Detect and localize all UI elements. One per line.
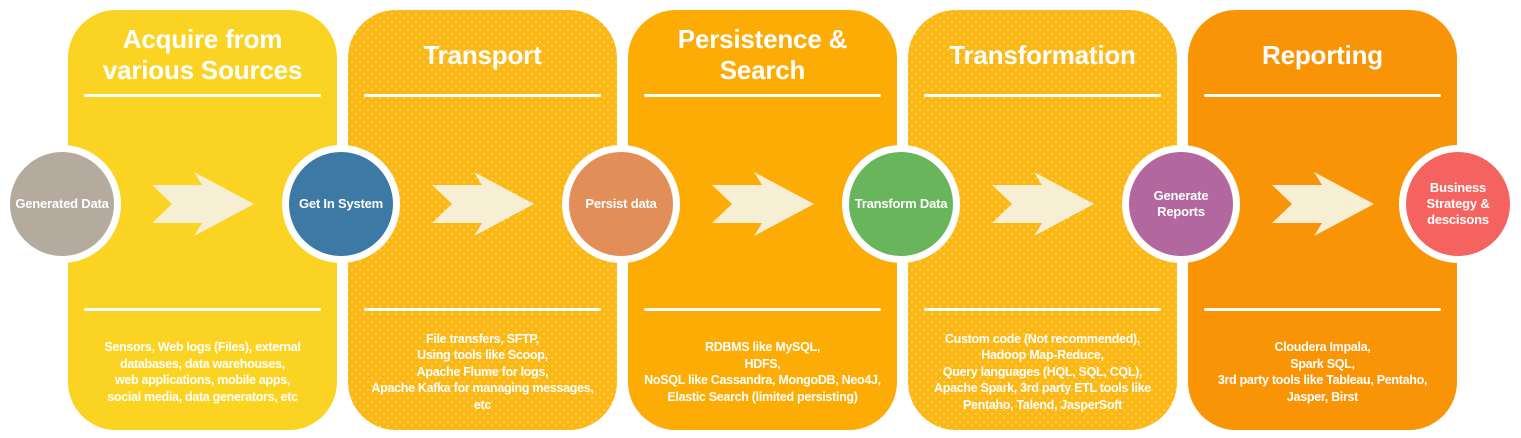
flow-node-persist-data: Persist data <box>562 145 680 263</box>
title-underline <box>364 94 601 97</box>
stage-title: Reporting <box>1262 39 1383 70</box>
details-divider <box>364 308 601 311</box>
stage-title: Acquire from various Sources <box>102 24 303 85</box>
details-divider <box>924 308 1161 311</box>
flow-node-generated-data: Generated Data <box>3 145 121 263</box>
arrow-right-icon <box>152 172 254 236</box>
title-underline <box>1204 94 1441 97</box>
flow-node-business-strategy: Business Strategy & descisons <box>1399 145 1517 263</box>
stage-details: Sensors, Web logs (Files), external data… <box>104 340 301 404</box>
flow-node-transform-data: Transform Data <box>842 145 960 263</box>
stage-title: Transport <box>423 39 542 70</box>
title-underline <box>84 94 321 97</box>
stage-details: RDBMS like MySQL, HDFS, NoSQL like Cassa… <box>644 340 881 404</box>
arrow-right-icon <box>992 172 1094 236</box>
node-label: Get In System <box>298 195 384 211</box>
details-divider <box>1204 308 1441 311</box>
flow-node-generate-reports: Generate Reports <box>1122 145 1240 263</box>
arrow-right-icon <box>432 172 534 236</box>
node-label: Generated Data <box>15 195 109 211</box>
stage-details: Cloudera Impala, Spark SQL, 3rd party to… <box>1217 340 1428 404</box>
details-divider <box>644 308 881 311</box>
title-underline <box>924 94 1161 97</box>
details-divider <box>84 308 321 311</box>
title-underline <box>644 94 881 97</box>
node-label: Persist data <box>585 195 657 211</box>
node-label: Generate Reports <box>1153 187 1209 219</box>
arrow-right-icon <box>712 172 814 236</box>
stage-title: Transformation <box>949 39 1136 70</box>
flow-node-get-in-system: Get In System <box>282 145 400 263</box>
node-label: Transform Data <box>854 195 948 211</box>
stage-details: File transfers, SFTP, Using tools like S… <box>371 331 594 412</box>
arrow-right-icon <box>1272 172 1374 236</box>
stage-details: Custom code (Not recommended), Hadoop Ma… <box>934 331 1151 412</box>
stage-title: Persistence & Search <box>677 24 848 85</box>
node-label: Business Strategy & descisons <box>1426 179 1490 228</box>
